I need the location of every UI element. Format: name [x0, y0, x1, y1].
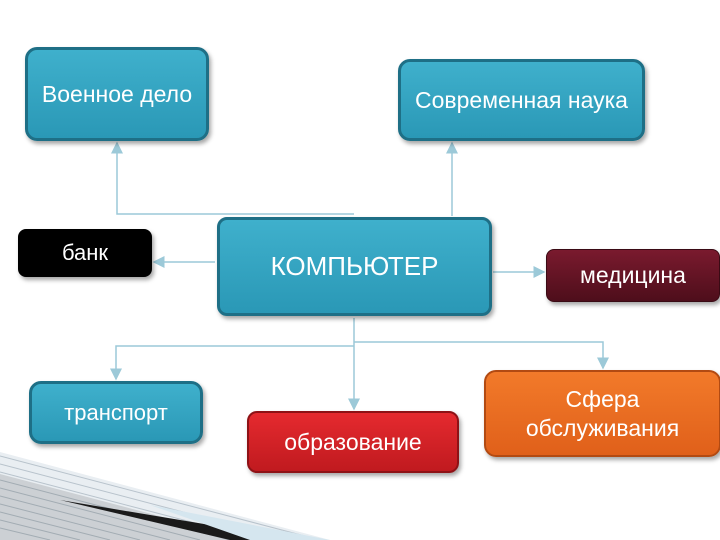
- node-computer-label: КОМПЬЮТЕР: [270, 251, 439, 282]
- node-education: образование: [247, 411, 459, 473]
- node-medicine-label: медицина: [580, 262, 686, 289]
- node-transport-label: транспорт: [64, 399, 168, 425]
- node-education-label: образование: [284, 428, 422, 455]
- node-bank: банк: [18, 229, 152, 277]
- connector-military: [111, 141, 354, 215]
- node-science: Современная наука: [398, 59, 645, 141]
- node-computer: КОМПЬЮТЕР: [217, 217, 492, 316]
- node-science-label: Современная наука: [415, 86, 628, 113]
- connector-transport: [110, 345, 354, 381]
- node-bank-label: банк: [61, 240, 109, 266]
- connector-service: [354, 341, 609, 370]
- node-service: Сфера обслуживания: [484, 370, 720, 457]
- node-military-label: Военное дело: [41, 80, 193, 107]
- node-service-label: Сфера обслуживания: [525, 385, 680, 441]
- node-military: Военное дело: [25, 47, 209, 141]
- node-medicine: медицина: [546, 249, 720, 302]
- node-transport: транспорт: [29, 381, 203, 444]
